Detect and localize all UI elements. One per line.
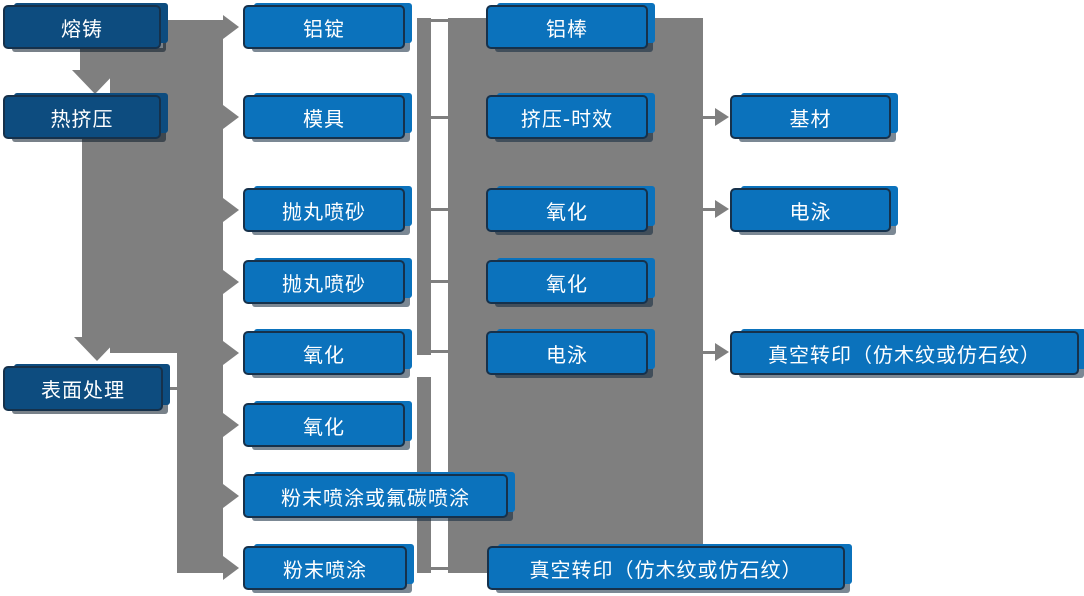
node-mold: 模具 — [243, 95, 405, 139]
connector-left-block-main — [110, 48, 223, 353]
stub-line-to-electrophoresis — [703, 208, 715, 211]
arrowhead-to-vacuum-transfer — [715, 343, 729, 361]
node-oxidation-2: 氧化 — [243, 403, 405, 447]
node-oxidation-1: 氧化 — [243, 331, 405, 375]
arrowhead-to-aluminum-ingot — [223, 15, 239, 39]
node-base-material: 基材 — [730, 95, 891, 139]
node-hot-extrusion: 热挤压 — [3, 95, 161, 139]
arrowhead-down-to-hot-extrusion — [72, 70, 118, 94]
tie-line-bottom-row — [431, 567, 448, 570]
arrowhead-down-to-surface-treatment — [74, 337, 120, 361]
arrowhead-to-oxidation-2 — [223, 413, 239, 437]
connector-line-surface-treatment — [161, 387, 177, 390]
node-extrusion-aging: 挤压-时效 — [486, 95, 648, 139]
arrowhead-to-mold — [223, 105, 239, 129]
connector-down-shaft-2 — [82, 139, 112, 339]
tie-line-row4 — [431, 280, 448, 283]
tie-line-row1 — [418, 19, 448, 22]
node-aluminum-rod: 铝棒 — [486, 5, 648, 49]
stub-line-to-base-material — [703, 116, 715, 119]
connector-left-column-lower — [177, 352, 223, 573]
node-shot-blasting-2: 抛丸喷砂 — [243, 260, 405, 304]
tie-line-row2 — [431, 116, 448, 119]
arrowhead-to-powder-or-fluorocarbon — [223, 484, 239, 508]
tie-line-row3 — [431, 208, 448, 211]
arrowhead-to-base-material — [715, 108, 729, 126]
arrowhead-to-shot-blasting-1 — [223, 198, 239, 222]
node-electrophoresis-2: 电泳 — [730, 188, 891, 232]
node-vacuum-transfer-print-1: 真空转印（仿木纹或仿石纹） — [487, 546, 845, 590]
arrowhead-to-oxidation-1 — [223, 341, 239, 365]
node-oxidation-4: 氧化 — [486, 260, 648, 304]
tie-line-row5 — [431, 350, 448, 353]
stub-line-to-vacuum-transfer — [703, 351, 715, 354]
arrowhead-to-powder-coating — [223, 556, 239, 580]
node-aluminum-ingot: 铝锭 — [243, 5, 405, 49]
arrowhead-to-shot-blasting-2 — [223, 270, 239, 294]
node-oxidation-3: 氧化 — [486, 188, 648, 232]
node-powder-or-fluorocarbon-coating: 粉末喷涂或氟碳喷涂 — [243, 474, 508, 518]
node-powder-coating: 粉末喷涂 — [243, 546, 407, 590]
arrowhead-to-electrophoresis — [715, 200, 729, 218]
node-electrophoresis-1: 电泳 — [486, 331, 648, 375]
node-shot-blasting-1: 抛丸喷砂 — [243, 188, 405, 232]
node-vacuum-transfer-print-2: 真空转印（仿木纹或仿石纹） — [730, 331, 1079, 375]
node-surface-treatment: 表面处理 — [3, 366, 163, 411]
connector-trunk-upper — [417, 18, 431, 355]
connector-down-shaft-1 — [80, 48, 110, 72]
node-melt-casting: 熔铸 — [3, 5, 161, 49]
